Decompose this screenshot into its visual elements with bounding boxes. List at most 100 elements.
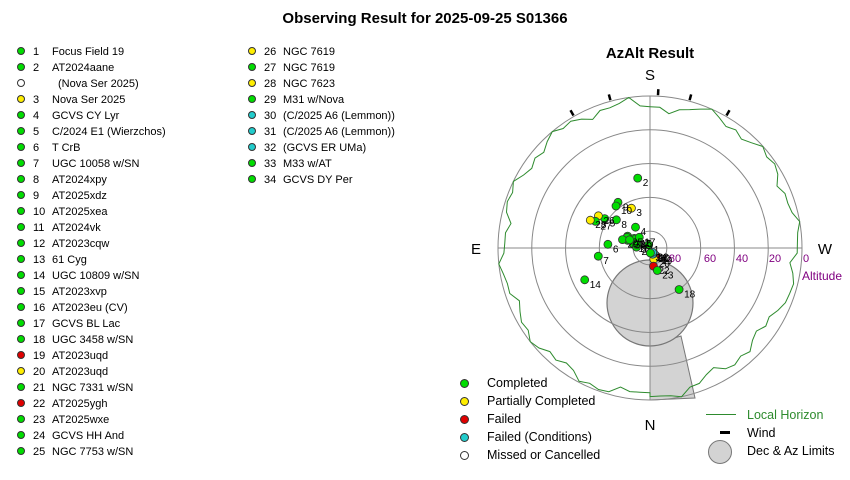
target-name: Focus Field 19 xyxy=(52,46,125,58)
target-number: 10 xyxy=(33,206,46,218)
altitude-tick-label: 80 xyxy=(669,253,681,265)
target-number: 18 xyxy=(33,334,46,346)
status-dot-icon xyxy=(17,399,25,407)
target-number: 15 xyxy=(33,286,46,298)
target-point-label: 16 xyxy=(639,244,651,255)
target-name: UGC 10058 w/SN xyxy=(52,158,140,170)
target-number: 5 xyxy=(33,126,40,138)
target-point-label: 26 xyxy=(603,216,615,227)
missed-marker-icon xyxy=(460,451,469,460)
target-name: NGC 7623 xyxy=(283,78,335,90)
target-name: NGC 7619 xyxy=(283,46,335,58)
target-name: C/2024 E1 (Wierzchos) xyxy=(52,126,166,138)
target-name: NGC 7331 w/SN xyxy=(52,382,134,394)
direction-west: W xyxy=(818,241,833,258)
target-number: 8 xyxy=(33,174,40,186)
status-dot-icon xyxy=(17,335,25,343)
target-point-label: 22 xyxy=(659,266,671,277)
target-point xyxy=(674,285,684,294)
target-name: T CrB xyxy=(52,142,81,154)
target-point-label: 15 xyxy=(641,239,653,250)
status-dot-icon xyxy=(17,287,25,295)
target-point-label: 5 xyxy=(610,219,616,230)
direction-east: E xyxy=(471,241,481,258)
plot-title: AzAlt Result xyxy=(605,45,695,62)
target-name: AT2025xea xyxy=(52,206,108,218)
status-dot-icon xyxy=(248,79,256,87)
target-number: 16 xyxy=(33,302,46,314)
horizon-line xyxy=(498,96,801,398)
target-number: 11 xyxy=(33,222,45,234)
status-dot-icon xyxy=(17,191,25,199)
target-name: AT2024vk xyxy=(52,222,101,234)
target-point-label: 20 xyxy=(659,259,671,270)
target-point xyxy=(612,215,621,225)
status-dot-icon xyxy=(248,47,256,55)
dec-az-limits xyxy=(606,259,696,401)
target-point-label: 18 xyxy=(684,290,696,301)
target-name: GCVS DY Per xyxy=(283,174,353,186)
status-dot-icon xyxy=(17,95,25,103)
target-number: 24 xyxy=(33,430,46,442)
page-title: Observing Result for 2025-09-25 S01366 xyxy=(282,10,568,27)
target-number: 22 xyxy=(33,398,46,410)
target-number: 30 xyxy=(264,110,277,122)
wind-marker xyxy=(607,94,612,101)
target-number: 1 xyxy=(33,46,40,58)
target-point-label: 12 xyxy=(639,238,651,249)
target-point-label: 25 xyxy=(632,237,644,248)
altitude-tick-label: 20 xyxy=(769,253,781,265)
target-point xyxy=(611,201,621,211)
target-number: 20 xyxy=(33,366,46,378)
target-number: 4 xyxy=(33,110,40,122)
target-number: 17 xyxy=(33,318,46,330)
target-number: 6 xyxy=(33,142,40,154)
plot-labels: S N E W Altitude xyxy=(471,67,842,434)
target-name: GCVS CY Lyr xyxy=(52,110,120,122)
target-name: AT2023cqw xyxy=(52,238,110,250)
target-point xyxy=(632,240,642,249)
target-number: 3 xyxy=(33,94,40,106)
status-dot-icon xyxy=(17,223,25,231)
target-name: Nova Ser 2025 xyxy=(52,94,126,106)
target-point-label: 23 xyxy=(662,271,674,282)
target-name: (C/2025 A6 (Lemmon)) xyxy=(283,110,395,122)
altitude-tick-label: 40 xyxy=(736,253,748,265)
target-point xyxy=(603,239,613,249)
target-name: AT2025ygh xyxy=(52,398,108,410)
target-number: 19 xyxy=(33,350,46,362)
status-dot-icon xyxy=(17,431,25,439)
target-name: AT2024xpy xyxy=(52,174,107,186)
horizon-line-icon xyxy=(706,414,736,415)
target-point xyxy=(633,173,643,183)
target-name: AT2023uqd xyxy=(52,350,109,362)
status-dot-icon xyxy=(248,63,256,71)
limit-circle-icon xyxy=(708,440,732,464)
target-number: 32 xyxy=(264,142,277,154)
target-name: NGC 7753 w/SN xyxy=(52,446,134,458)
target-point-label: 17 xyxy=(644,237,656,248)
target-name: GCVS BL Lac xyxy=(52,318,121,330)
target-point-label: 30 xyxy=(659,254,671,265)
status-dot-icon xyxy=(17,367,25,375)
direction-north: N xyxy=(645,417,656,434)
target-name: UGC 10809 w/SN xyxy=(52,270,140,282)
status-dot-icon xyxy=(17,175,25,183)
target-point xyxy=(585,215,595,225)
target-point-label: 7 xyxy=(603,256,609,267)
status-dot-icon xyxy=(17,111,25,119)
status-dot-icon xyxy=(248,95,256,103)
status-dot-icon xyxy=(17,79,25,87)
target-number: 2 xyxy=(33,62,40,74)
completed-marker-icon xyxy=(460,379,469,388)
conditions-marker-icon xyxy=(460,433,469,442)
status-dot-icon xyxy=(248,175,256,183)
failed-marker-icon xyxy=(460,415,469,424)
target-number: 31 xyxy=(264,126,277,138)
target-point-label: 31 xyxy=(658,254,670,265)
target-point xyxy=(593,251,603,261)
target-point-label: 8 xyxy=(621,220,627,231)
target-point-label: 28 xyxy=(595,220,607,231)
status-dot-icon xyxy=(248,127,256,135)
altitude-tick-label: 0 xyxy=(803,253,809,265)
